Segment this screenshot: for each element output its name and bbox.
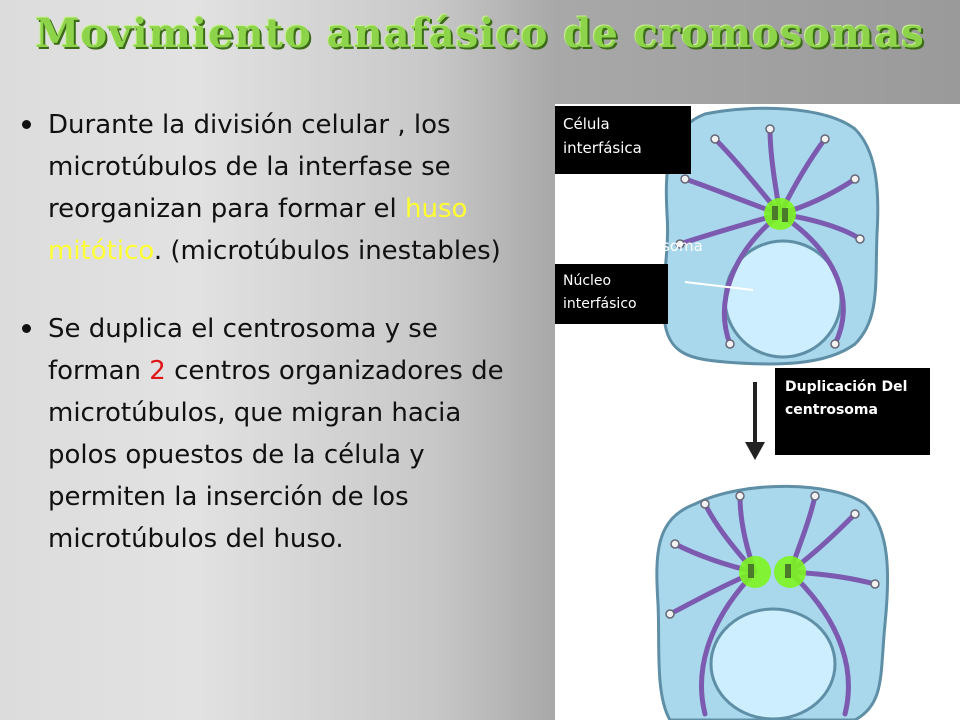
label-nucleo-interfasico: Núcleo interfásico [555,264,668,324]
nucleus-pointer [684,281,754,291]
centrosome [764,198,796,230]
bullet-dot-icon [22,120,31,129]
bullet-2-text-end: centros organizadores de microtúbulos, q… [48,356,504,554]
cell-diagram: rosoma [647,106,890,720]
label-nucleo-text: Núcleo interfásico [563,273,637,312]
interphase-cell [662,106,880,366]
label-duplicacion-text: Duplicación Del centrosoma [785,379,908,418]
nucleus-2 [709,607,837,720]
label-duplicacion-centrosoma: Duplicación Del centrosoma [775,368,930,455]
down-arrow-icon [745,382,765,460]
bullet-item-1: Durante la división celular , los microt… [18,104,538,272]
label-celula-interfasica: Célula interfásica [555,106,691,174]
bullet-2-highlight: 2 [149,356,166,386]
microtubule-ends [675,124,865,349]
bullet-list: Durante la división celular , los microt… [18,104,538,560]
bullet-1-text-end: . (microtúbulos inestables) [153,236,501,266]
slide-title: Movimiento anafásico de cromosomas [35,10,925,57]
label-celula-text: Célula interfásica [563,115,642,157]
microtubule-ends-2 [665,491,880,619]
bullet-dot-icon [22,324,31,333]
bullet-item-2: Se duplica el centrosoma y se forman 2 c… [18,308,538,560]
duplicated-cell [655,484,890,720]
bullet-1-highlight: huso mitótico [48,194,468,266]
bullet-1-text: Durante la división celular , los microt… [48,110,451,224]
bullet-2-text: Se duplica el centrosoma y se forman [48,314,438,386]
centrosome-label: rosoma [647,237,703,255]
centrosome-left [739,556,771,588]
